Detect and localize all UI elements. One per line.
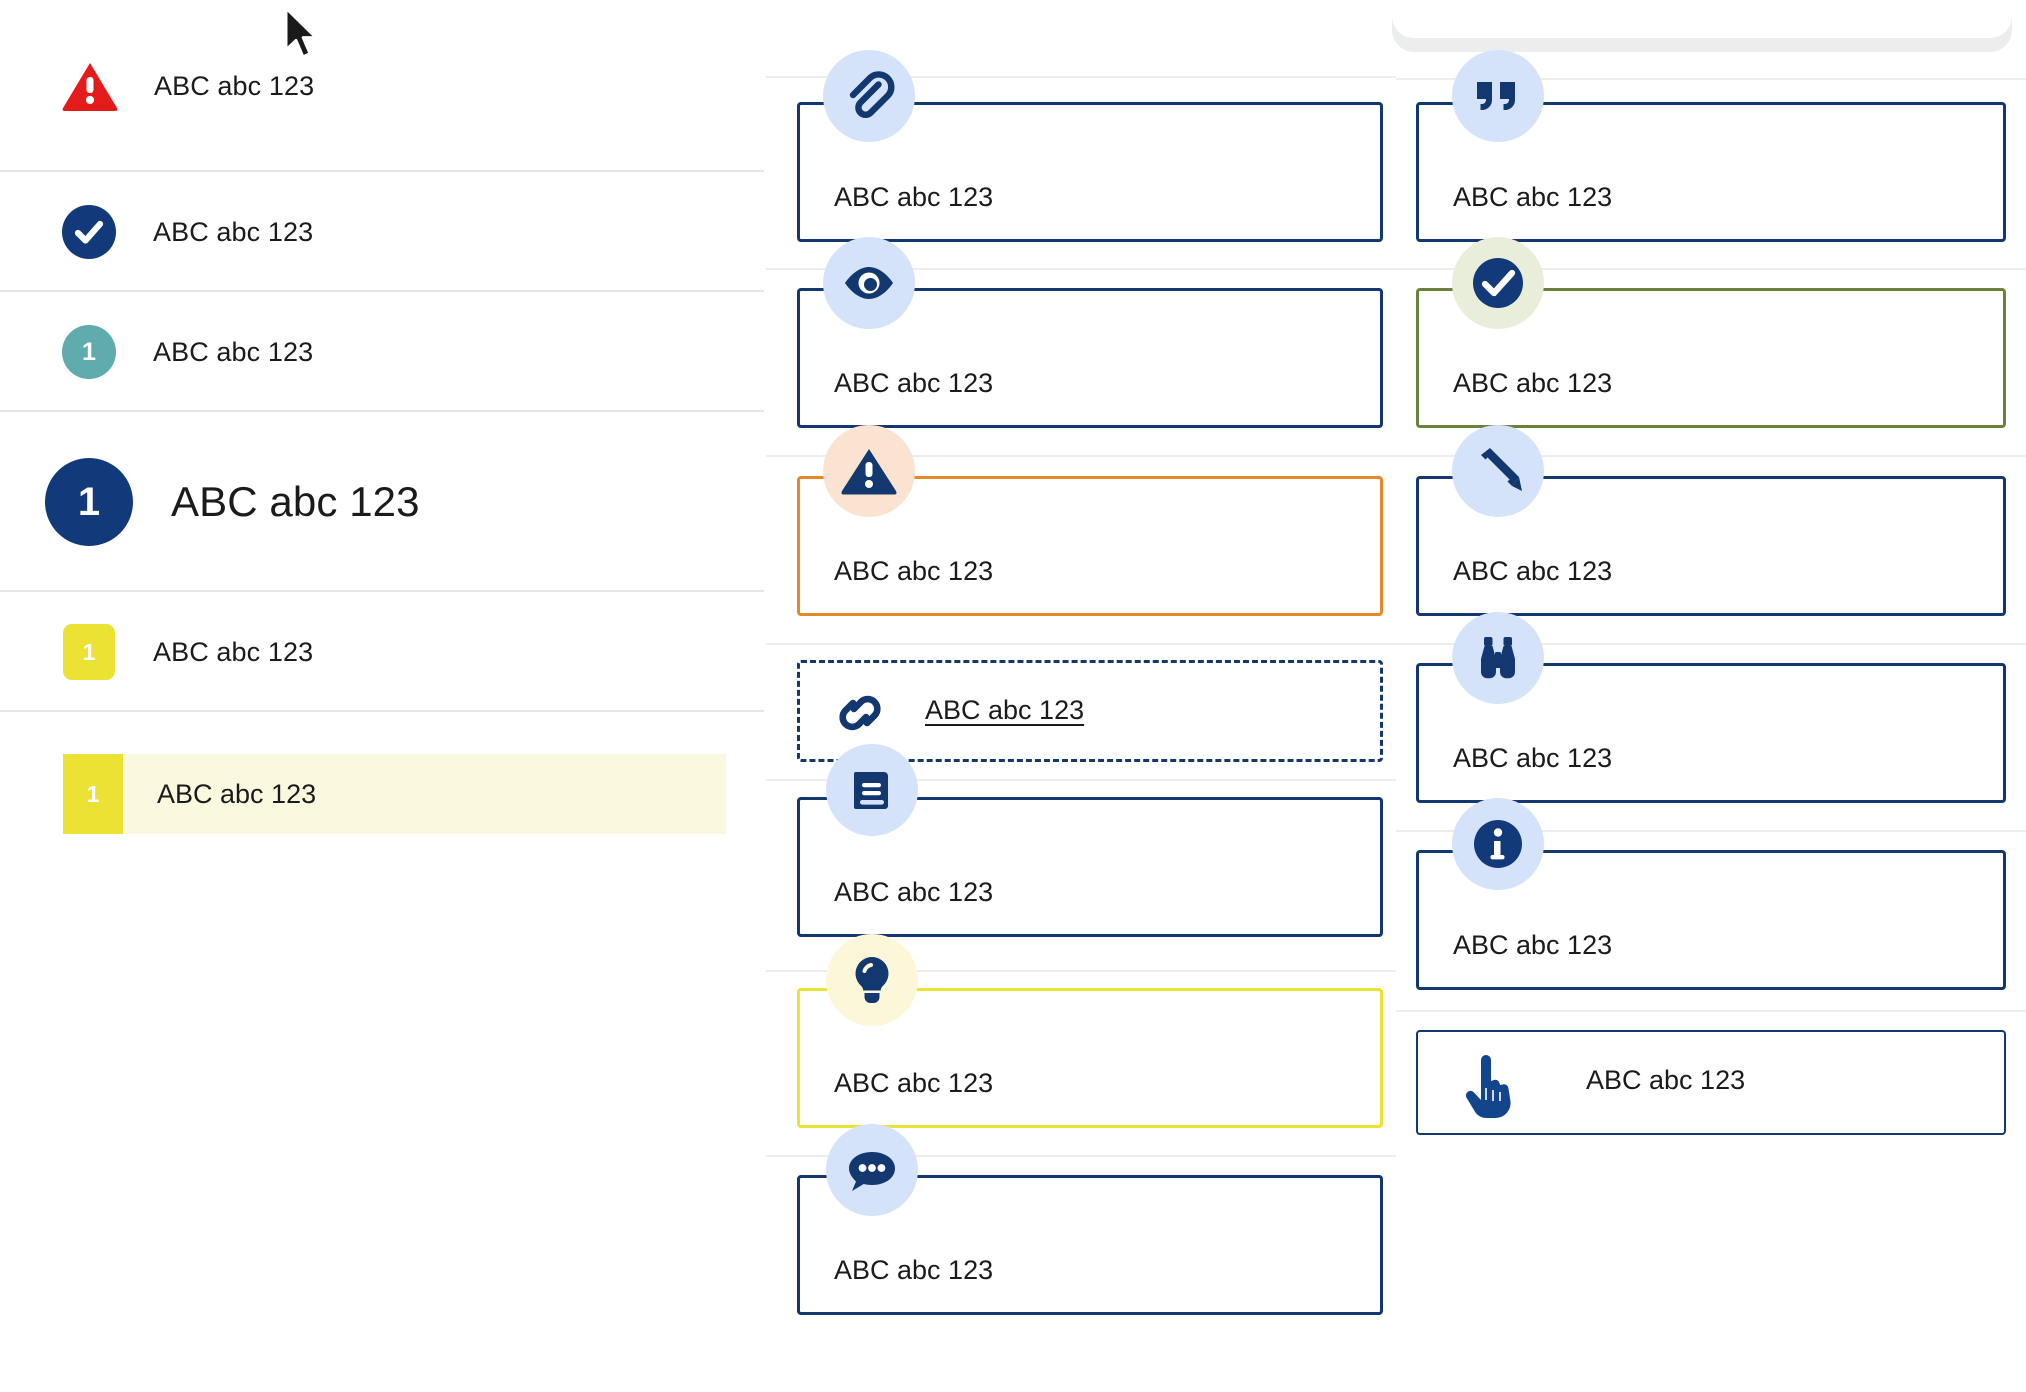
top-panel-inner	[1392, 0, 2012, 38]
lightbulb-icon	[826, 934, 918, 1026]
number-badge-icon: 1	[63, 624, 115, 680]
info-card-label: ABC abc 123	[1453, 930, 1613, 960]
row-separator	[0, 170, 766, 172]
left-row-large-number-label: ABC abc 123	[171, 478, 420, 525]
number-badge-icon: 1	[62, 325, 116, 379]
quote-icon	[1452, 50, 1544, 142]
left-row-check-label: ABC abc 123	[153, 216, 314, 247]
book-icon	[826, 744, 918, 836]
row-separator	[0, 710, 766, 712]
check-circle-icon	[62, 205, 116, 259]
link-card[interactable]: ABC abc 123	[797, 660, 1383, 762]
pencil-icon	[1452, 425, 1544, 517]
observe-card-label: ABC abc 123	[1453, 743, 1613, 773]
row-separator	[0, 590, 766, 592]
number-badge-icon: 1	[45, 458, 133, 546]
check-circle-icon	[1452, 237, 1544, 329]
quote-card-label: ABC abc 123	[1453, 182, 1613, 212]
badge-number: 1	[82, 638, 96, 665]
link-card-label[interactable]: ABC abc 123	[925, 695, 1085, 725]
badge-number: 1	[82, 337, 96, 366]
warning-triangle-icon	[823, 425, 915, 517]
left-row-large-number[interactable]: 1 ABC abc 123	[0, 412, 811, 592]
visibility-card[interactable]: ABC abc 123	[797, 288, 1383, 428]
visibility-card-label: ABC abc 123	[834, 368, 994, 398]
left-row-check[interactable]: ABC abc 123	[0, 172, 828, 292]
badge-number: 1	[77, 480, 101, 524]
info-circle-icon	[1452, 798, 1544, 890]
attachment-card-label: ABC abc 123	[834, 182, 994, 212]
left-row-warning[interactable]: ABC abc 123	[0, 0, 828, 172]
left-row-yellow-number-label: ABC abc 123	[153, 636, 314, 667]
number-badge-icon: 1	[63, 754, 123, 834]
chain-link-icon	[834, 690, 886, 741]
left-row-highlighted[interactable]: 1 ABC abc 123	[0, 712, 766, 962]
left-row-highlighted-label: ABC abc 123	[157, 778, 317, 809]
edit-card-label: ABC abc 123	[1453, 556, 1613, 586]
comment-card-label: ABC abc 123	[834, 1255, 994, 1285]
mouse-pointer-icon	[283, 6, 323, 62]
left-row-teal-number[interactable]: 1 ABC abc 123	[0, 292, 828, 412]
row-separator	[0, 410, 766, 412]
paperclip-icon	[823, 50, 915, 142]
warning-triangle-icon	[62, 61, 118, 111]
row-separator	[0, 290, 766, 292]
action-card[interactable]: ABC abc 123	[1416, 1030, 2006, 1135]
attachment-card[interactable]: ABC abc 123	[797, 102, 1383, 242]
action-card-label: ABC abc 123	[1586, 1065, 1746, 1095]
left-row-yellow-number[interactable]: 1 ABC abc 123	[0, 592, 829, 712]
binoculars-icon	[1452, 612, 1544, 704]
warning-card-label: ABC abc 123	[834, 556, 994, 586]
success-card-label: ABC abc 123	[1453, 368, 1613, 398]
badge-number: 1	[86, 780, 100, 807]
idea-card-label: ABC abc 123	[834, 1068, 994, 1098]
highlighted-item[interactable]: 1 ABC abc 123	[63, 754, 726, 834]
left-row-teal-number-label: ABC abc 123	[153, 336, 314, 367]
left-list: ABC abc 123 ABC abc 123 1 ABC abc 123 1	[0, 0, 766, 1392]
left-row-warning-label: ABC abc 123	[154, 70, 315, 101]
eye-icon	[823, 237, 915, 329]
chat-bubble-icon	[826, 1124, 918, 1216]
pointing-hand-icon	[1462, 1052, 1518, 1123]
book-card-label: ABC abc 123	[834, 877, 994, 907]
column-divider	[764, 0, 767, 1392]
